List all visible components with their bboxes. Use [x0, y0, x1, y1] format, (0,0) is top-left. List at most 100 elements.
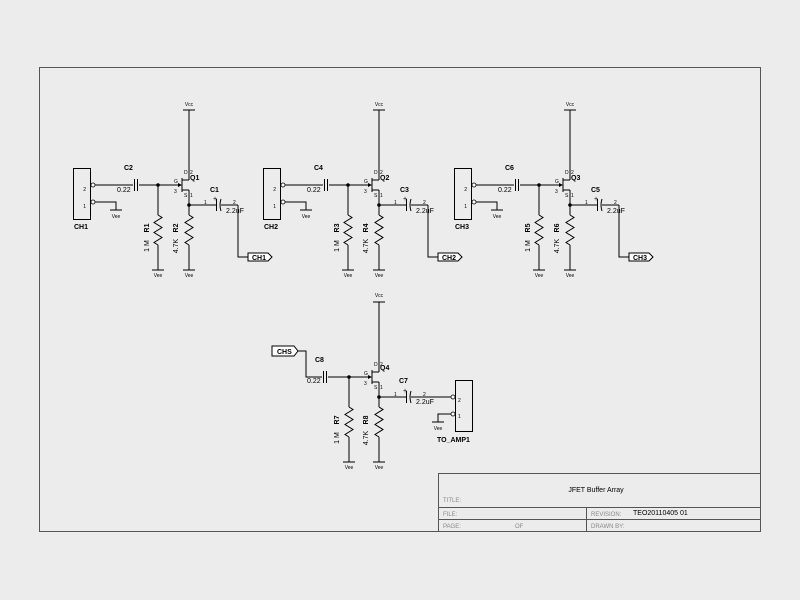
polarity-plus: +	[403, 196, 407, 203]
resistor-symbol	[343, 214, 353, 246]
vcc-label: Vcc	[375, 293, 384, 299]
pin-number: 3	[364, 381, 367, 387]
output-capacitor-label: C7	[399, 378, 408, 385]
pin-number: 3	[364, 189, 367, 195]
title-block-frame	[438, 473, 761, 532]
pin-number: 1	[190, 193, 193, 199]
pin-label-g: G	[555, 179, 559, 185]
polarity-plus: +	[403, 388, 407, 395]
pin-number: 1	[83, 204, 86, 210]
pin-number: 1	[273, 204, 276, 210]
input-capacitor-value: 0.22	[307, 187, 321, 194]
pin-label-s: S	[374, 193, 378, 199]
vcc-label: Vcc	[375, 102, 384, 108]
polarity-plus: +	[594, 196, 598, 203]
vcc-label: Vcc	[566, 102, 575, 108]
gate-resistor-value: 1 M	[525, 240, 532, 252]
pin-number: 1	[571, 193, 574, 199]
file-caption: FILE:	[443, 512, 458, 518]
capacitor-plate-curved	[219, 198, 222, 212]
vcc-label: Vcc	[185, 102, 194, 108]
vee-label: Vee	[154, 273, 163, 279]
pin-number: 2	[83, 187, 86, 193]
input-connector-label: CH2	[264, 224, 278, 231]
resistor-symbol	[534, 214, 544, 246]
vee-label: Vee	[344, 273, 353, 279]
pin-number: 1	[204, 200, 207, 206]
pin-number: 2	[273, 187, 276, 193]
resistor-symbol	[565, 214, 575, 246]
input-connector-label: CH1	[74, 224, 88, 231]
pin-label-s: S	[565, 193, 569, 199]
input-capacitor-label: C2	[124, 165, 133, 172]
resistor-symbol	[374, 406, 384, 438]
output-connector	[455, 380, 473, 432]
jfet-gate-arrow	[368, 183, 372, 187]
sheet-border	[39, 67, 761, 532]
vee-label: Vee	[434, 426, 443, 432]
pin-number: 1	[585, 200, 588, 206]
pin-number: 1	[380, 385, 383, 391]
source-resistor-value: 4.7K	[554, 238, 561, 253]
pin-label-s: S	[184, 193, 188, 199]
pin-number: 3	[555, 189, 558, 195]
pin-label-d: D	[374, 170, 378, 176]
gate-resistor-label: R1	[144, 223, 151, 232]
resistor-symbol	[184, 214, 194, 246]
output-connector-label: TO_AMP1	[437, 437, 470, 444]
connector-pin	[90, 199, 96, 205]
wire	[427, 205, 438, 258]
pin-number: 2	[190, 170, 193, 176]
jfet-gate-arrow	[178, 183, 182, 187]
ground-wire	[285, 201, 307, 210]
vee-label: Vee	[566, 273, 575, 279]
output-capacitor-label: C3	[400, 187, 409, 194]
capacitor-plate-curved	[409, 198, 412, 212]
polarity-plus: +	[213, 196, 217, 203]
pin-label-d: D	[565, 170, 569, 176]
output-port-flag	[628, 252, 654, 262]
connector-pin	[471, 199, 477, 205]
pin-number: 3	[174, 189, 177, 195]
input-port-flag	[271, 345, 299, 357]
vee-label: Vee	[493, 214, 502, 220]
gate-resistor-value: 1 M	[144, 240, 151, 252]
connector-pin	[471, 182, 477, 188]
gate-resistor-value: 1 M	[334, 240, 341, 252]
pin-number: 2	[571, 170, 574, 176]
output-capacitor-label: C5	[591, 187, 600, 194]
pin-number: 1	[458, 414, 461, 420]
output-capacitor-label: C1	[210, 187, 219, 194]
input-capacitor-value: 0.22	[117, 187, 131, 194]
source-resistor-value: 4.7K	[363, 238, 370, 253]
title-caption: TITLE:	[443, 498, 461, 504]
ground-wire	[95, 201, 117, 210]
jfet-label: Q3	[571, 175, 580, 182]
title-block: TITLE: JFET Buffer Array FILE: REVISION:…	[438, 473, 761, 532]
connector-pin	[280, 182, 286, 188]
capacitor-plate-curved	[600, 198, 603, 212]
page-caption: PAGE:	[443, 524, 461, 530]
title-value: JFET Buffer Array	[568, 487, 624, 494]
output-capacitor-value: 2.2uF	[416, 399, 434, 406]
pin-number: 2	[614, 200, 617, 206]
connector-pin	[450, 394, 456, 400]
pin-number: 1	[394, 200, 397, 206]
resistor-symbol	[344, 406, 354, 438]
pin-label-g: G	[174, 179, 178, 185]
source-resistor-value: 4.7K	[363, 430, 370, 445]
jfet-label: Q4	[380, 365, 389, 372]
input-capacitor-label: C8	[315, 357, 324, 364]
source-resistor-value: 4.7K	[173, 238, 180, 253]
vee-label: Vee	[112, 214, 121, 220]
output-capacitor-value: 2.2uF	[607, 208, 625, 215]
input-capacitor-label: C4	[314, 165, 323, 172]
gate-resistor-label: R3	[334, 223, 341, 232]
connector-pin	[450, 411, 456, 417]
jfet-gate-arrow	[368, 375, 372, 379]
